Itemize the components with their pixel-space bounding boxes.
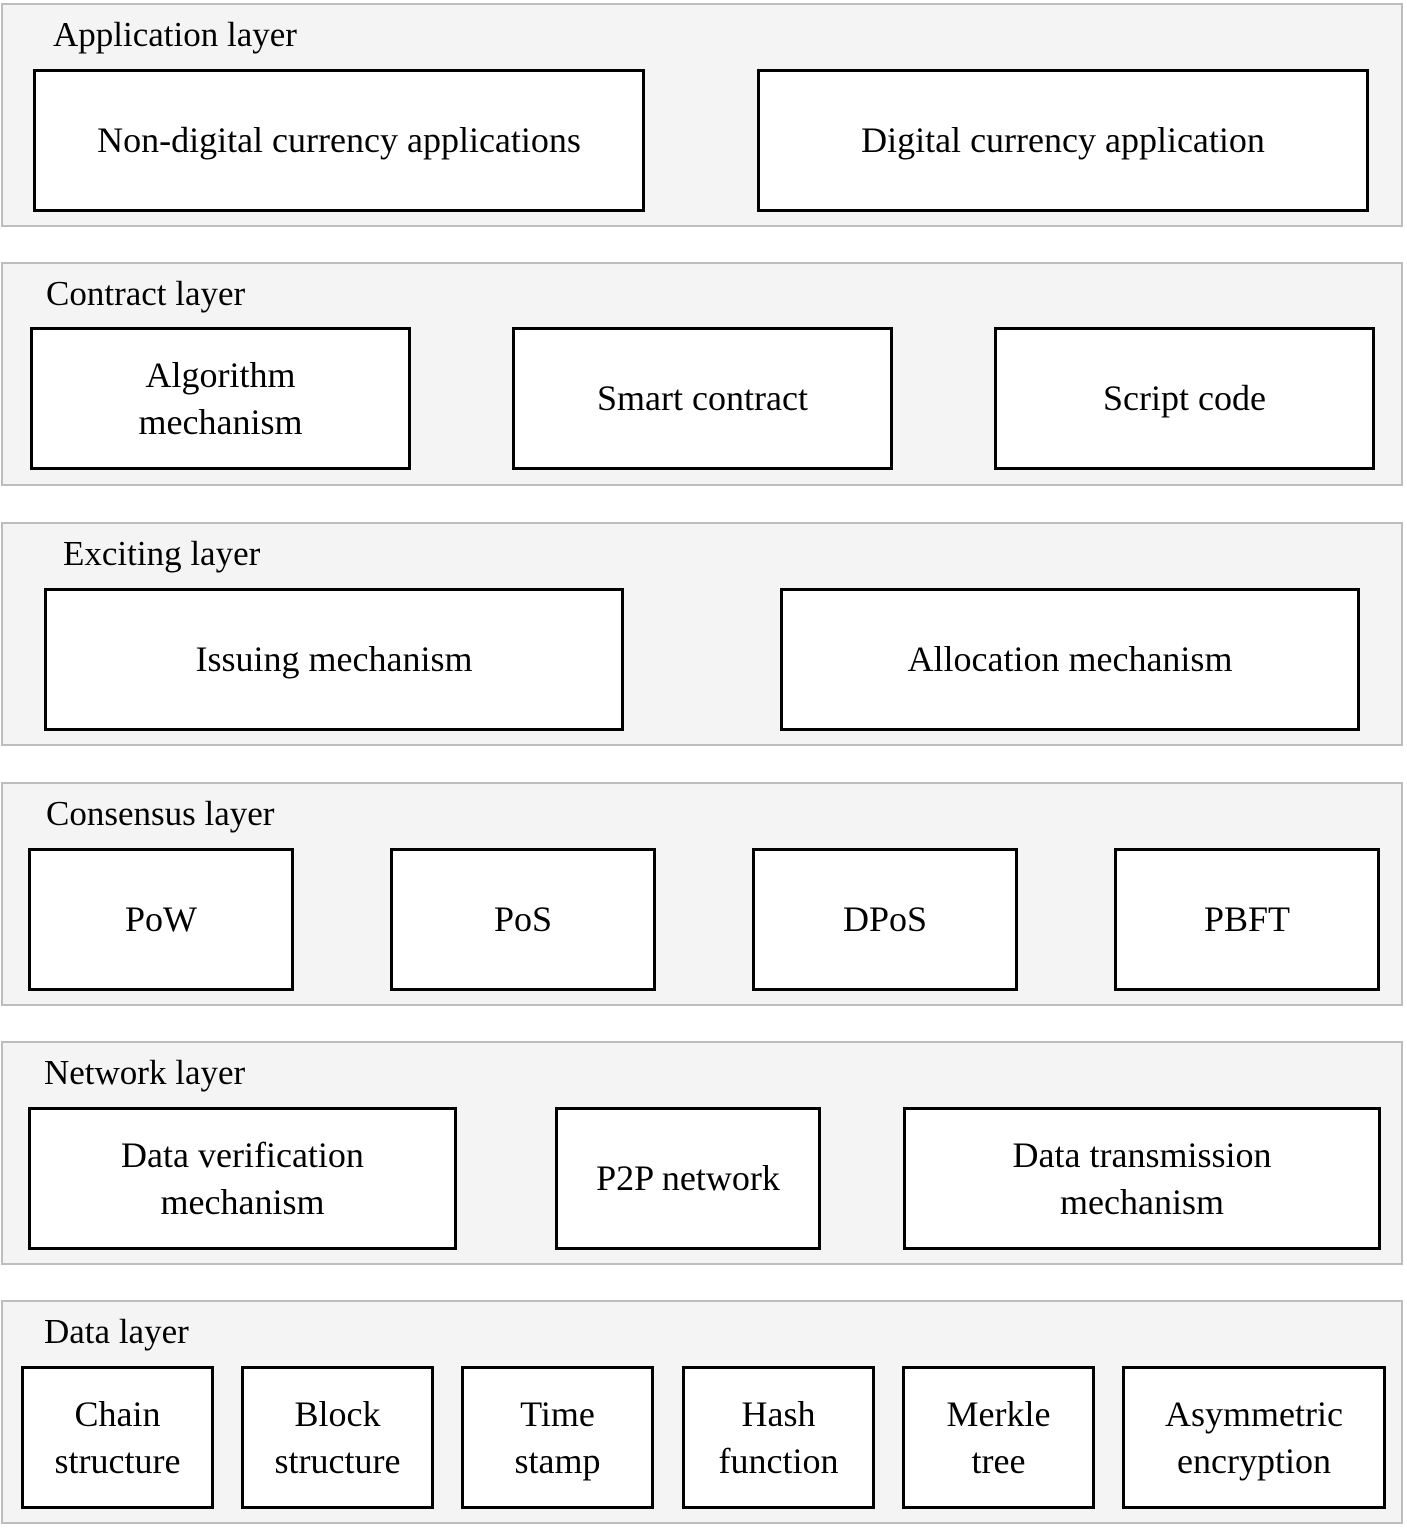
exciting-layer-title: Exciting layer xyxy=(63,534,261,573)
box-label: PoW xyxy=(125,899,197,939)
box-label: Time stamp xyxy=(514,1393,601,1481)
p2p-network-box: P2P network xyxy=(555,1107,821,1250)
box-label: Allocation mechanism xyxy=(907,639,1233,679)
smart-contract-box: Smart contract xyxy=(512,327,893,470)
exciting-layer: Exciting layer Issuing mechanism Allocat… xyxy=(1,522,1403,746)
box-label: DPoS xyxy=(842,899,928,939)
chain-structure-box: Chain structure xyxy=(21,1366,214,1509)
pow-box: PoW xyxy=(28,848,294,991)
contract-layer: Contract layer Algorithm mechanism Smart… xyxy=(1,262,1403,486)
algorithm-mechanism-box: Algorithm mechanism xyxy=(30,327,411,470)
merkle-tree-box: Merkle tree xyxy=(902,1366,1095,1509)
network-layer: Network layer Data verification mechanis… xyxy=(1,1041,1403,1265)
box-label: Digital currency application xyxy=(861,120,1265,160)
time-stamp-box: Time stamp xyxy=(461,1366,654,1509)
application-layer-title: Application layer xyxy=(53,15,297,54)
box-label: Merkle tree xyxy=(946,1393,1051,1481)
box-label: Script code xyxy=(1103,378,1266,418)
block-structure-box: Block structure xyxy=(241,1366,434,1509)
box-label: PoS xyxy=(493,899,553,939)
pos-box: PoS xyxy=(390,848,656,991)
non-digital-currency-applications-box: Non-digital currency applications xyxy=(33,69,645,212)
network-layer-title: Network layer xyxy=(44,1053,246,1092)
allocation-mechanism-box: Allocation mechanism xyxy=(780,588,1360,731)
box-label: Asymmetric encryption xyxy=(1165,1393,1343,1481)
contract-layer-title: Contract layer xyxy=(46,274,246,313)
asymmetric-encryption-box: Asymmetric encryption xyxy=(1122,1366,1386,1509)
box-label: Smart contract xyxy=(597,378,808,418)
hash-function-box: Hash function xyxy=(682,1366,875,1509)
box-label: Issuing mechanism xyxy=(195,639,473,679)
digital-currency-application-box: Digital currency application xyxy=(757,69,1369,212)
data-layer-title: Data layer xyxy=(44,1312,189,1351)
box-label: Data transmission mechanism xyxy=(1012,1134,1272,1222)
issuing-mechanism-box: Issuing mechanism xyxy=(44,588,624,731)
box-label: PBFT xyxy=(1203,899,1291,939)
data-transmission-mechanism-box: Data transmission mechanism xyxy=(903,1107,1381,1250)
box-label: Block structure xyxy=(274,1393,401,1481)
application-layer: Application layer Non-digital currency a… xyxy=(1,3,1403,227)
dpos-box: DPoS xyxy=(752,848,1018,991)
data-layer: Data layer Chain structure Block structu… xyxy=(1,1300,1403,1524)
box-label: Algorithm mechanism xyxy=(138,354,303,442)
script-code-box: Script code xyxy=(994,327,1375,470)
box-label: P2P network xyxy=(596,1158,780,1198)
box-label: Hash function xyxy=(718,1393,839,1481)
box-label: Data verification mechanism xyxy=(121,1134,364,1222)
consensus-layer-title: Consensus layer xyxy=(46,794,275,833)
box-label: Chain structure xyxy=(54,1393,181,1481)
data-verification-mechanism-box: Data verification mechanism xyxy=(28,1107,457,1250)
consensus-layer: Consensus layer PoW PoS DPoS PBFT xyxy=(1,782,1403,1006)
box-label: Non-digital currency applications xyxy=(97,120,581,160)
pbft-box: PBFT xyxy=(1114,848,1380,991)
